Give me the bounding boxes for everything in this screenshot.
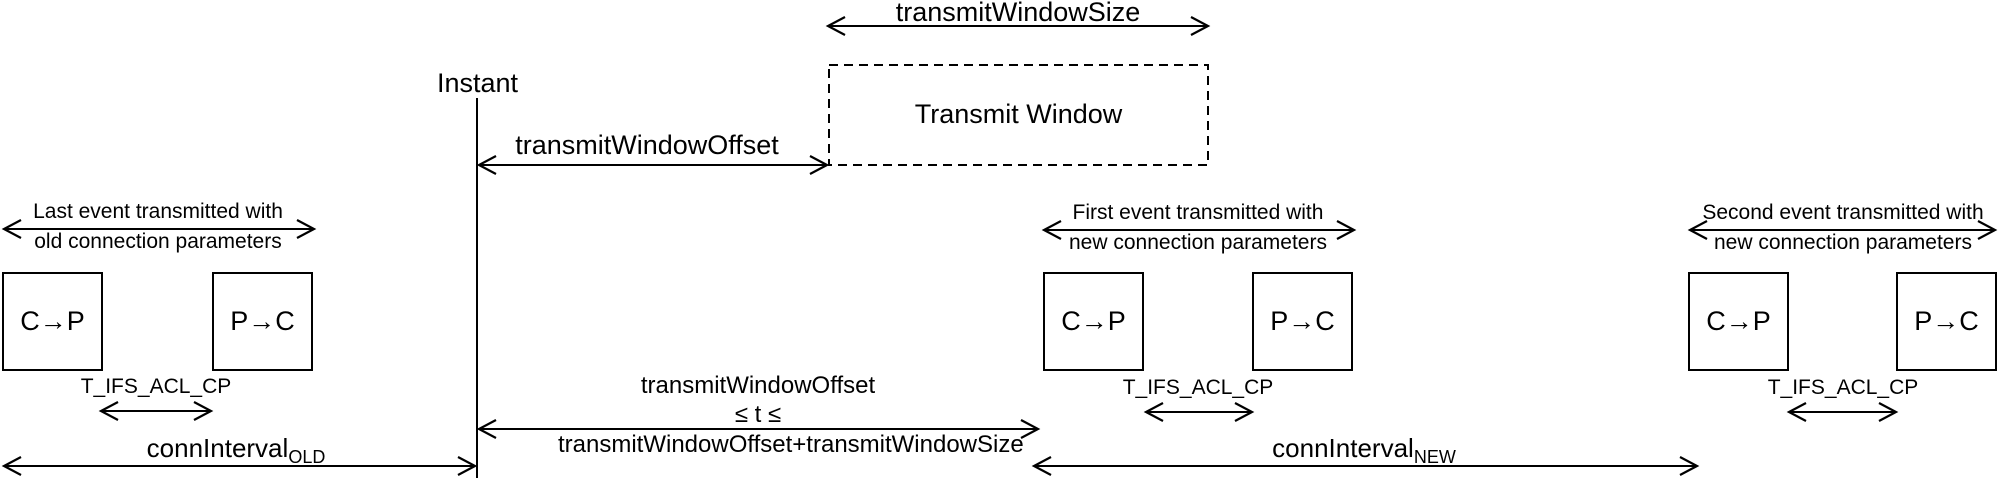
conn-interval-new-main: connInterval bbox=[1272, 433, 1414, 463]
last-event-caption-line2: old connection parameters bbox=[34, 230, 282, 253]
conn-interval-old-main: connInterval bbox=[146, 433, 289, 463]
packet-box-old-c-to-p: C→P bbox=[2, 272, 103, 371]
conn-interval-old-label: connIntervalOLD bbox=[86, 434, 386, 467]
first-event-caption-line1: First event transmitted with bbox=[1072, 201, 1324, 224]
constraint-line2: ≤ t ≤ bbox=[734, 401, 782, 428]
conn-interval-new-subscript: NEW bbox=[1413, 447, 1456, 467]
constraint-line1: transmitWindowOffset bbox=[640, 372, 876, 399]
packet-box-first-c-to-p: C→P bbox=[1043, 272, 1144, 371]
tifs-label-second: T_IFS_ACL_CP bbox=[1767, 376, 1919, 399]
packet-box-old-p-to-c: P→C bbox=[212, 272, 313, 371]
packet-box-second-p-to-c: P→C bbox=[1896, 272, 1997, 371]
first-event-caption-line2: new connection parameters bbox=[1069, 231, 1327, 254]
packet-box-first-p-to-c: P→C bbox=[1252, 272, 1353, 371]
transmit-window-box-label: Transmit Window bbox=[914, 99, 1123, 129]
second-event-caption-line1: Second event transmitted with bbox=[1702, 201, 1984, 224]
last-event-caption-line1: Last event transmitted with bbox=[33, 200, 283, 223]
transmit-window-size-label: transmitWindowSize bbox=[895, 0, 1141, 27]
conn-interval-new-label: connIntervalNEW bbox=[1214, 434, 1514, 467]
conn-interval-old-subscript: OLD bbox=[288, 447, 326, 467]
second-event-caption-line2: new connection parameters bbox=[1714, 231, 1972, 254]
tifs-label-old: T_IFS_ACL_CP bbox=[80, 375, 232, 398]
transmit-window-offset-label: transmitWindowOffset bbox=[515, 130, 779, 160]
constraint-line3: transmitWindowOffset+transmitWindowSize bbox=[558, 431, 1024, 458]
tifs-label-first: T_IFS_ACL_CP bbox=[1122, 376, 1274, 399]
transmit-window-box bbox=[828, 64, 1209, 166]
instant-label: Instant bbox=[437, 68, 519, 98]
packet-box-second-c-to-p: C→P bbox=[1688, 272, 1789, 371]
